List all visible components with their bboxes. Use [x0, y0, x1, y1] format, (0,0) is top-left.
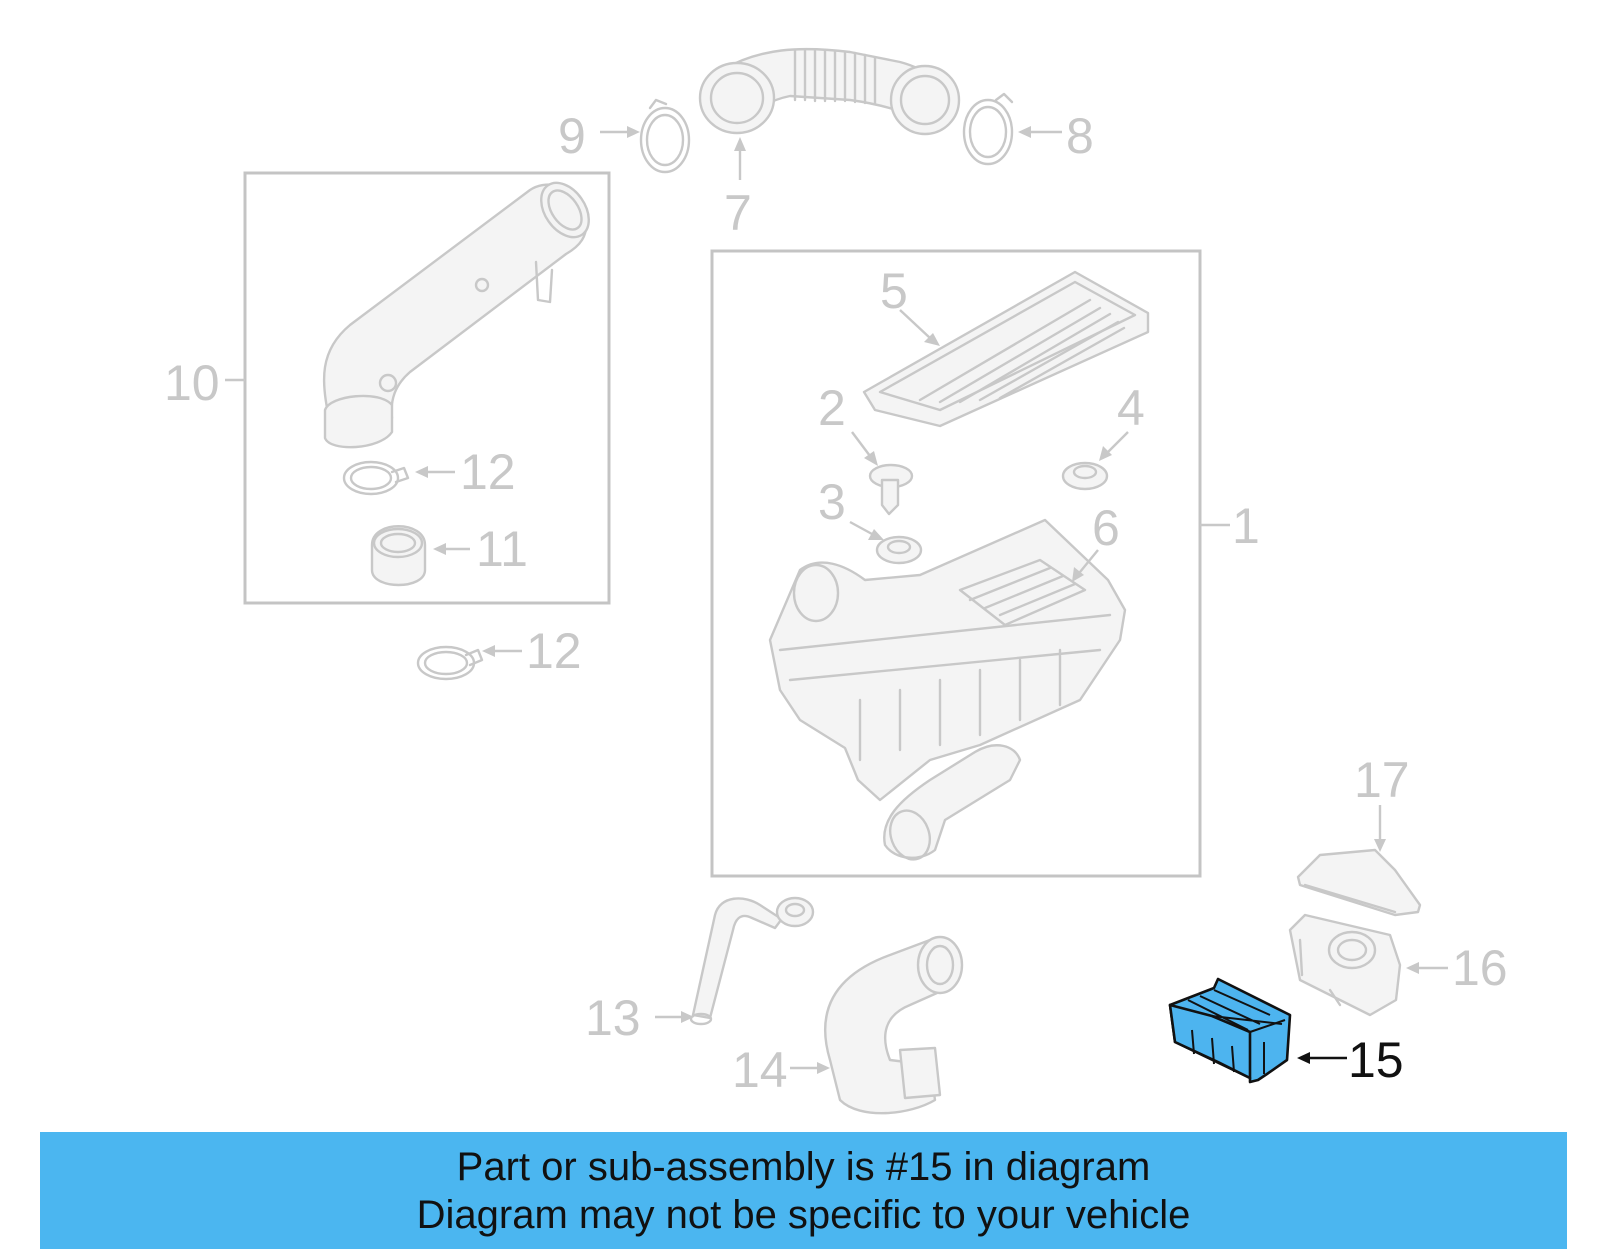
- callout-7: 7: [724, 185, 752, 241]
- part-6-airbox: [768, 518, 1127, 861]
- callout-16: 16: [1452, 940, 1508, 996]
- part-15-highlighted-duct: [1168, 977, 1292, 1084]
- callout-13: 13: [585, 990, 641, 1046]
- callout-11: 11: [476, 521, 528, 577]
- callout-12-upper: 12: [460, 444, 516, 500]
- part-14-intake-duct: [824, 935, 964, 1115]
- part-10-intake-tube: [322, 181, 590, 449]
- part-3-grommet: [875, 535, 923, 565]
- callout-3: 3: [818, 474, 846, 530]
- part-4-grommet: [1061, 461, 1109, 491]
- assembly-box-10: [243, 171, 611, 605]
- callout-8: 8: [1066, 108, 1094, 164]
- callout-4: 4: [1117, 380, 1145, 436]
- part-7-intake-hose: [698, 47, 961, 136]
- callout-15: 15: [1348, 1032, 1404, 1088]
- part-12-clamp-upper: [342, 460, 410, 496]
- banner-line-1: Part or sub-assembly is #15 in diagram: [456, 1144, 1151, 1189]
- callout-17: 17: [1354, 752, 1410, 808]
- info-banner: Part or sub-assembly is #15 in diagram D…: [40, 1132, 1567, 1249]
- part-12-clamp-lower: [416, 645, 484, 681]
- part-17-cover: [1296, 848, 1422, 917]
- callout-1: 1: [1232, 498, 1260, 554]
- part-16-housing: [1288, 913, 1402, 1017]
- callout-12-lower: 12: [526, 623, 582, 679]
- callout-5: 5: [880, 263, 908, 319]
- callout-10: 10: [164, 355, 220, 411]
- part-5-air-filter: [862, 270, 1150, 428]
- callout-14: 14: [732, 1042, 788, 1098]
- part-11-coupler: [370, 525, 427, 587]
- part-13-breather-hose: [689, 896, 815, 1026]
- part-2-grommet: [868, 463, 914, 516]
- part-9-clamp: [639, 98, 691, 174]
- banner-line-2: Diagram may not be specific to your vehi…: [416, 1192, 1191, 1237]
- callout-2: 2: [818, 380, 846, 436]
- assembly-box-1: [710, 249, 1202, 878]
- callout-9: 9: [558, 108, 586, 164]
- leaders: [225, 126, 1448, 1074]
- callout-6: 6: [1092, 500, 1120, 556]
- part-8-clamp: [962, 92, 1014, 166]
